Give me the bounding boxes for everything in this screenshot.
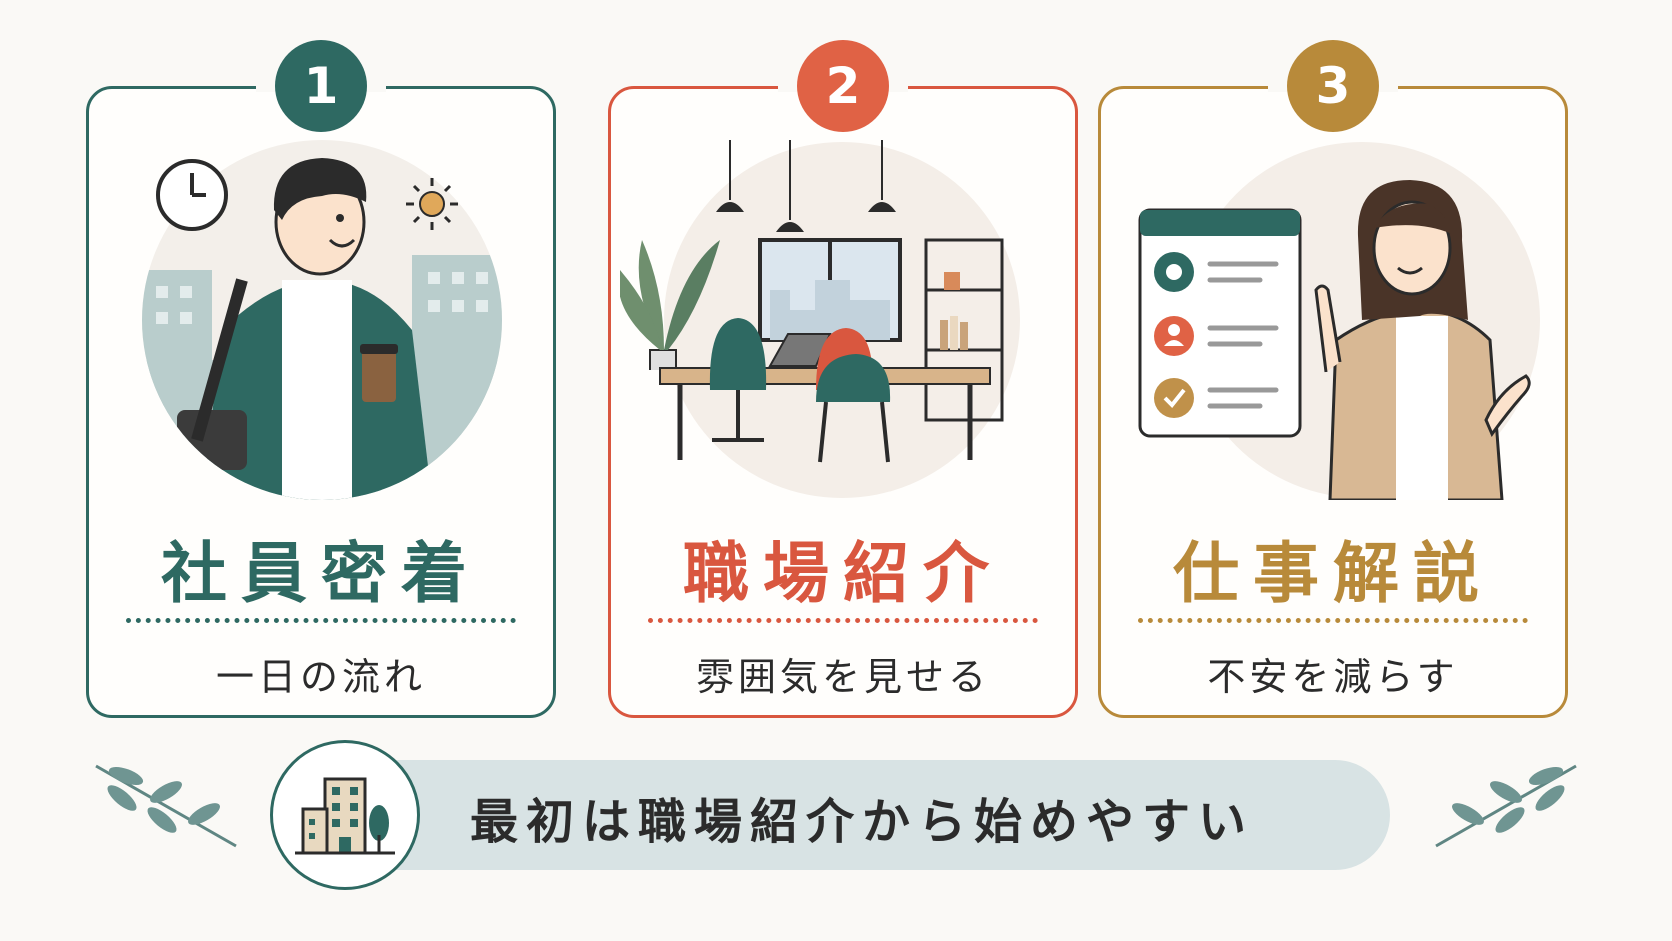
card-subtitle-2: 雰囲気を見せる <box>695 655 990 699</box>
card-number-badge-1: 1 <box>275 40 367 132</box>
card-title-3: 仕事解説 <box>1173 535 1493 612</box>
summary-banner <box>330 760 1390 870</box>
leaf-branch-icon-left <box>95 764 237 848</box>
commuter-illustration <box>142 140 502 500</box>
banner-text: 最初は職場紹介から始めやすい <box>470 794 1255 850</box>
card-subtitle-3: 不安を減らす <box>1207 655 1459 699</box>
presenter-illustration <box>1138 142 1540 500</box>
dotted-divider-2 <box>648 618 1038 623</box>
card-subtitle-1: 一日の流れ <box>215 655 426 699</box>
dotted-divider-1 <box>126 618 516 623</box>
office-illustration <box>620 140 1020 498</box>
card-number-badge-2: 2 <box>797 40 889 132</box>
dotted-divider-3 <box>1138 618 1528 623</box>
card-number-badge-3: 3 <box>1287 40 1379 132</box>
building-icon <box>295 777 395 855</box>
leaf-branch-icon-right <box>1435 764 1577 848</box>
card-title-2: 職場紹介 <box>683 535 1003 612</box>
banner-icon-circle <box>270 740 420 890</box>
card-title-1: 社員密着 <box>161 535 481 612</box>
